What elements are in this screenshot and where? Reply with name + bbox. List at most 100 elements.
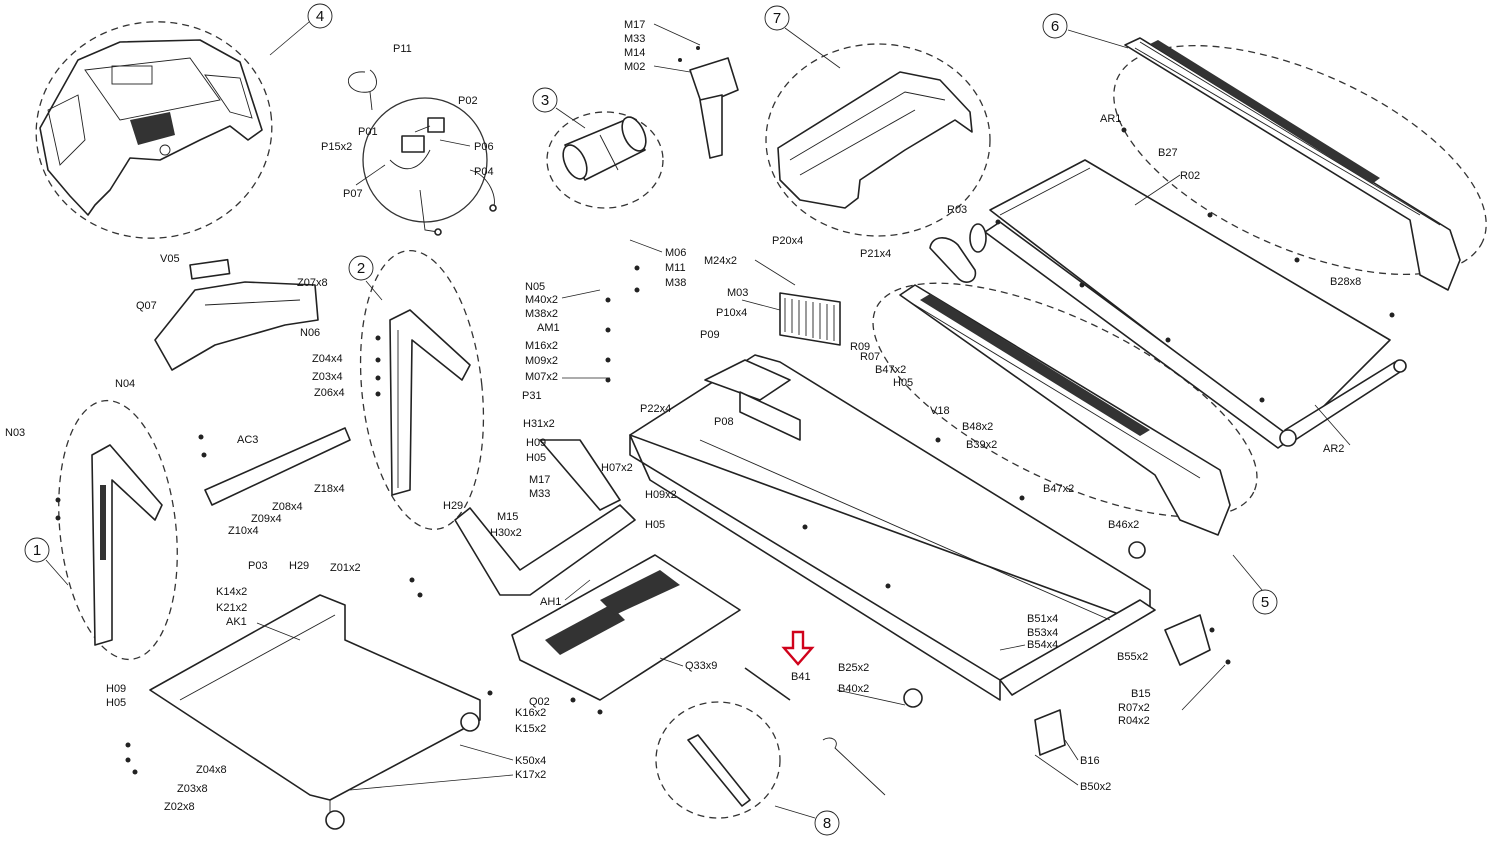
leader-lines bbox=[256, 23, 1351, 791]
group-1-outline bbox=[58, 399, 178, 661]
label-q07: Q07 bbox=[136, 300, 157, 312]
label-z18x4: Z18x4 bbox=[314, 483, 345, 495]
label-m07x2: M07x2 bbox=[525, 371, 558, 383]
label-ak1: AK1 bbox=[226, 616, 247, 628]
group-3-callout: 3 bbox=[532, 87, 586, 129]
label-m40x2: M40x2 bbox=[525, 294, 558, 306]
motor-cover bbox=[777, 71, 973, 209]
label-n05: N05 bbox=[525, 281, 545, 293]
group-4-callout: 4 bbox=[269, 3, 333, 56]
group-4-number: 4 bbox=[316, 8, 324, 25]
electronics-assembly bbox=[347, 69, 497, 236]
motor-tray-q02 bbox=[511, 554, 741, 701]
label-b15: B15 bbox=[1131, 688, 1151, 700]
group-3-number: 3 bbox=[541, 92, 549, 109]
label-m17-mid: M17 bbox=[529, 474, 550, 486]
controller-board bbox=[779, 292, 841, 346]
label-h05-mid: H05 bbox=[526, 452, 546, 464]
base-ak1 bbox=[149, 594, 481, 830]
label-p10x4: P10x4 bbox=[716, 307, 747, 319]
label-b28x8: B28x8 bbox=[1330, 276, 1361, 288]
label-z09x4: Z09x4 bbox=[251, 513, 282, 525]
label-p21x4: P21x4 bbox=[860, 248, 891, 260]
label-m09x2: M09x2 bbox=[525, 355, 558, 367]
label-p09: P09 bbox=[700, 329, 720, 341]
label-p08: P08 bbox=[714, 416, 734, 428]
release-lever bbox=[687, 734, 886, 807]
label-b46x2: B46x2 bbox=[1108, 519, 1139, 531]
label-b50x2: B50x2 bbox=[1080, 781, 1111, 793]
label-v05: V05 bbox=[160, 253, 180, 265]
label-p06: P06 bbox=[474, 141, 494, 153]
label-h29-mid: H29 bbox=[443, 500, 463, 512]
electronics-group-outline bbox=[362, 97, 488, 223]
label-b47x2-bottom: B47x2 bbox=[1043, 483, 1074, 495]
label-k15x2: K15x2 bbox=[515, 723, 546, 735]
lift-arm-ah1 bbox=[454, 439, 636, 596]
label-b47x2-top: B47x2 bbox=[875, 364, 906, 376]
label-r07: R07 bbox=[860, 351, 880, 363]
group-8-outline bbox=[655, 701, 781, 819]
label-am1: AM1 bbox=[537, 322, 560, 334]
group-4-outline bbox=[35, 21, 273, 239]
label-b41: B41 bbox=[791, 671, 811, 683]
base-frame bbox=[629, 354, 1156, 701]
running-deck bbox=[969, 159, 1407, 449]
console-assembly bbox=[39, 39, 263, 216]
label-z01x2: Z01x2 bbox=[330, 562, 361, 574]
label-h31x2: H31x2 bbox=[523, 418, 555, 430]
crossbar-ac3 bbox=[204, 427, 351, 506]
label-m14: M14 bbox=[624, 47, 645, 59]
motor-assembly bbox=[562, 116, 647, 181]
rod-b41 bbox=[744, 667, 791, 701]
label-b27: B27 bbox=[1158, 147, 1178, 159]
rear-wheel bbox=[903, 541, 1146, 708]
incline-motor bbox=[678, 46, 739, 159]
label-z07x8: Z07x8 bbox=[297, 277, 328, 289]
label-m24x2: M24x2 bbox=[704, 255, 737, 267]
label-h30x2: H30x2 bbox=[490, 527, 522, 539]
label-m33-top: M33 bbox=[624, 33, 645, 45]
label-b48x2: B48x2 bbox=[962, 421, 993, 433]
label-z08x4: Z08x4 bbox=[272, 501, 303, 513]
label-q33x9: Q33x9 bbox=[685, 660, 717, 672]
label-p22x4: P22x4 bbox=[640, 403, 671, 415]
group-1-callout: 1 bbox=[24, 537, 69, 586]
label-p04: P04 bbox=[474, 166, 494, 178]
label-z02x8: Z02x8 bbox=[164, 801, 195, 813]
label-k17x2: K17x2 bbox=[515, 769, 546, 781]
label-h05-right: H05 bbox=[645, 519, 665, 531]
label-m33-mid: M33 bbox=[529, 488, 550, 500]
label-z03x4: Z03x4 bbox=[312, 371, 343, 383]
group-8-number: 8 bbox=[823, 815, 831, 832]
label-ar1: AR1 bbox=[1100, 113, 1121, 125]
label-p15x2: P15x2 bbox=[321, 141, 352, 153]
label-b40x2: B40x2 bbox=[838, 683, 869, 695]
group-7-outline bbox=[765, 43, 991, 237]
label-k16x2: K16x2 bbox=[515, 707, 546, 719]
label-b25x2: B25x2 bbox=[838, 662, 869, 674]
label-z06x4: Z06x4 bbox=[314, 387, 345, 399]
label-k14x2: K14x2 bbox=[216, 586, 247, 598]
label-n04: N04 bbox=[115, 378, 135, 390]
label-r03: R03 bbox=[947, 204, 967, 216]
group-6-number: 6 bbox=[1051, 18, 1059, 35]
label-p20x4: P20x4 bbox=[772, 235, 803, 247]
label-p02: P02 bbox=[458, 95, 478, 107]
label-n06: N06 bbox=[300, 327, 320, 339]
label-m17-top: M17 bbox=[624, 19, 645, 31]
group-8-callout: 8 bbox=[774, 805, 840, 836]
label-ar2: AR2 bbox=[1323, 443, 1344, 455]
fastener-dots bbox=[55, 127, 1395, 775]
label-h05-low: H05 bbox=[106, 697, 126, 709]
label-h29-low: H29 bbox=[289, 560, 309, 572]
label-h07x2: H07x2 bbox=[601, 462, 633, 474]
label-b51x4: B51x4 bbox=[1027, 613, 1058, 625]
group-number-callouts: 4 3 7 6 2 5 1 bbox=[24, 3, 1278, 836]
upright-right bbox=[389, 309, 471, 496]
group-6-callout: 6 bbox=[1042, 13, 1129, 49]
group-1-number: 1 bbox=[33, 542, 41, 559]
label-p31: P31 bbox=[522, 390, 542, 402]
label-p01: P01 bbox=[358, 126, 378, 138]
